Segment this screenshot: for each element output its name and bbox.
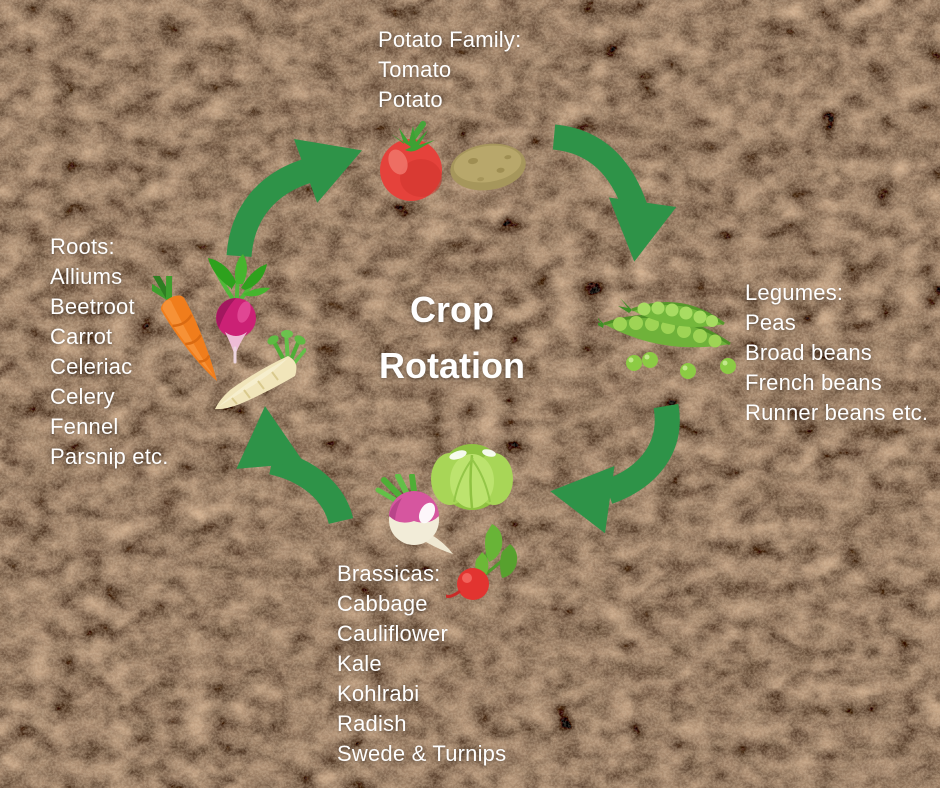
group-item: Carrot: [50, 324, 113, 349]
group-item: Tomato: [378, 57, 452, 82]
group-item: Peas: [745, 310, 796, 335]
tomato-icon: [380, 121, 442, 201]
group-item: Cabbage: [337, 591, 428, 616]
potato-icon: [450, 143, 526, 191]
group-heading: Potato Family:: [378, 27, 522, 52]
arrowhead-left-icon: [550, 465, 615, 534]
group-item: Cauliflower: [337, 621, 449, 646]
group-item: Alliums: [50, 264, 123, 289]
arrow-roots-to-potato-family: [226, 138, 362, 258]
group-item: Radish: [337, 711, 407, 736]
arrow-potato-family-to-legumes: [552, 124, 677, 262]
beetroot-icon: [208, 254, 270, 364]
group-item: Kale: [337, 651, 382, 676]
arrowhead-up-right-icon: [293, 138, 362, 203]
arrow-brassicas-to-roots: [236, 406, 354, 525]
legumes-label-block: Legumes: Peas Broad beans French beans R…: [745, 278, 928, 428]
title-line: Crop: [410, 289, 494, 330]
peas-icon: [598, 298, 736, 379]
group-heading: Legumes:: [745, 280, 844, 305]
group-item: Runner beans etc.: [745, 400, 929, 425]
arrow-tail: [226, 158, 314, 258]
cabbage-icon: [431, 444, 513, 510]
group-item: Beetroot: [50, 294, 135, 319]
arrow-legumes-to-brassicas: [550, 403, 680, 534]
group-heading: Roots:: [50, 234, 115, 259]
arrow-tail: [268, 449, 354, 525]
group-item: Kohlrabi: [337, 681, 420, 706]
group-item: Fennel: [50, 414, 119, 439]
group-item: Potato: [378, 87, 443, 112]
carrot-icon: [152, 276, 217, 382]
arrowhead-up-icon: [236, 406, 305, 469]
group-item: French beans: [745, 370, 882, 395]
group-item: Swede & Turnips: [337, 741, 507, 766]
group-item: Celeriac: [50, 354, 133, 379]
group-heading: Brassicas:: [337, 561, 441, 586]
group-item: Broad beans: [745, 340, 872, 365]
roots-label-block: Roots: Alliums Beetroot Carrot Celeriac …: [50, 232, 169, 472]
arrow-tail: [552, 124, 648, 215]
parsnip-icon: [215, 330, 306, 410]
brassicas-label-block: Brassicas: Cabbage Cauliflower Kale Kohl…: [337, 559, 506, 769]
page-title: Crop Rotation: [302, 282, 602, 394]
group-item: Parsnip etc.: [50, 444, 169, 469]
potato-family-label-block: Potato Family: Tomato Potato: [378, 25, 521, 115]
arrowhead-down-icon: [608, 197, 677, 262]
radish-icon: [446, 524, 518, 600]
turnip-icon: [375, 474, 453, 554]
title-line: Rotation: [379, 345, 525, 386]
group-item: Celery: [50, 384, 115, 409]
arrow-tail: [603, 403, 680, 504]
